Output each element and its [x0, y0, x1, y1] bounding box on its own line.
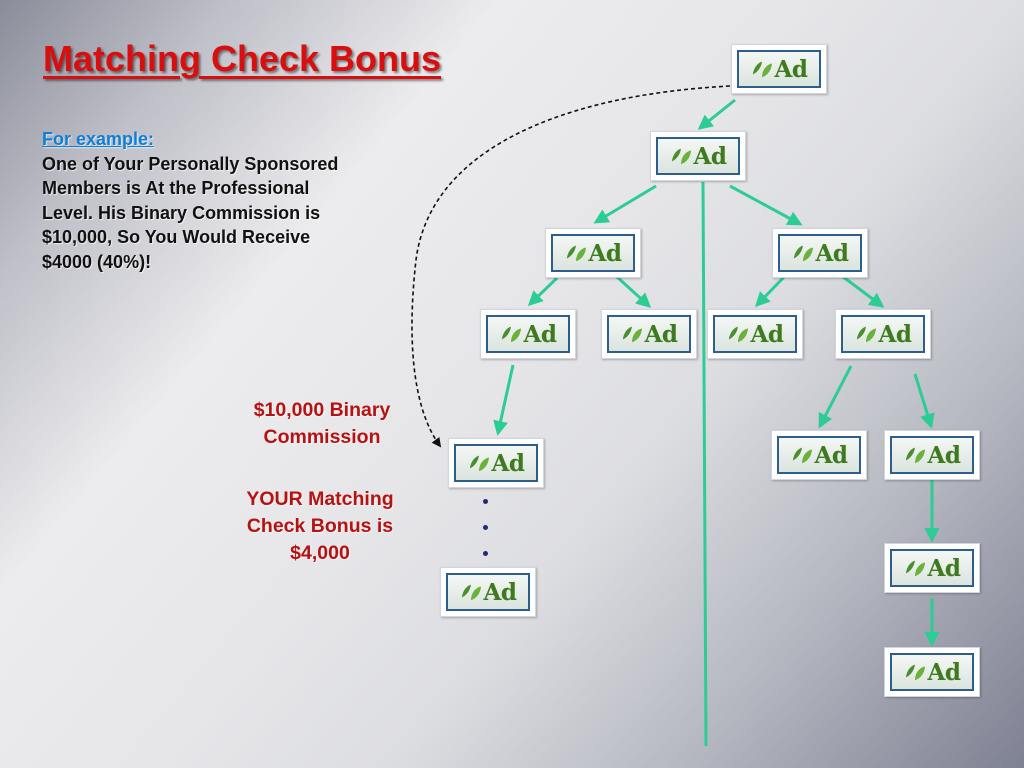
ad-node-level5[interactable]: Ad: [884, 543, 980, 593]
ad-node-label: Ad: [523, 320, 557, 348]
leaf-icon: [728, 326, 748, 343]
ad-node-level6[interactable]: Ad: [884, 647, 980, 697]
ad-node-label: Ad: [693, 142, 727, 170]
leaf-icon: [905, 447, 925, 464]
ad-node-level4-left[interactable]: Ad: [771, 430, 867, 480]
ad-node-label: Ad: [927, 658, 961, 686]
ad-node-right-right[interactable]: Ad: [835, 309, 931, 359]
ad-node-label: Ad: [750, 320, 784, 348]
arrow-down-left: [818, 365, 853, 429]
ellipsis-dot: [483, 499, 488, 504]
ad-node-label: Ad: [588, 239, 622, 267]
example-text-block: For example: One of Your Personally Spon…: [42, 127, 432, 274]
slide-title: Matching Check Bonus: [43, 38, 442, 79]
arrow-left-right: [614, 274, 652, 309]
leaf-icon: [905, 664, 925, 681]
ad-node-you[interactable]: Ad: [650, 131, 746, 181]
ad-node-right[interactable]: Ad: [772, 228, 868, 278]
binary-commission-note: $10,000 Binary Commission: [253, 399, 391, 448]
leaf-icon: [461, 584, 481, 601]
arrow-right-left: [754, 274, 787, 308]
ad-node-professional-member[interactable]: Ad: [448, 438, 544, 488]
arrow-left-left: [527, 276, 559, 307]
arrow-to-member: [493, 364, 515, 436]
ad-node-level4-right[interactable]: Ad: [884, 430, 980, 480]
ellipsis-dot: [483, 525, 488, 530]
arrow-right-right: [841, 274, 885, 308]
ad-node-label: Ad: [927, 441, 961, 469]
leaf-icon: [671, 148, 691, 165]
ad-node-left-right[interactable]: Ad: [601, 309, 697, 359]
dashed-sponsor-arrow: [411, 85, 731, 448]
matching-bonus-note: YOUR Matching Check Bonus is $4,000: [246, 488, 394, 564]
leaf-icon: [622, 326, 642, 343]
ellipsis-dot: [483, 551, 488, 556]
example-description: One of Your Personally Sponsored Members…: [42, 153, 339, 272]
ad-node-label: Ad: [815, 239, 849, 267]
arrow-right-branch: [729, 184, 803, 226]
ad-node-left-left[interactable]: Ad: [480, 309, 576, 359]
leaf-icon: [793, 245, 813, 262]
arrow-sponsor-to-node: [697, 98, 736, 130]
leaf-icon: [792, 447, 812, 464]
leaf-icon: [501, 326, 521, 343]
ad-node-label: Ad: [927, 554, 961, 582]
leaf-icon: [856, 326, 876, 343]
leaf-icon: [566, 245, 586, 262]
arrow-left-branch: [593, 184, 657, 224]
ad-node-right-left[interactable]: Ad: [707, 309, 803, 359]
ad-node-label: Ad: [814, 441, 848, 469]
example-label: For example:: [42, 129, 155, 149]
leaf-icon: [469, 455, 489, 472]
ad-node-label: Ad: [878, 320, 912, 348]
ad-node-left[interactable]: Ad: [545, 228, 641, 278]
ad-node-sponsor[interactable]: Ad: [731, 44, 827, 94]
ad-node-downline-bottom[interactable]: Ad: [440, 567, 536, 617]
ad-node-label: Ad: [644, 320, 678, 348]
ad-node-label: Ad: [491, 449, 525, 477]
arrow-down-right: [913, 373, 935, 429]
leaf-icon: [905, 560, 925, 577]
ad-node-label: Ad: [774, 55, 808, 83]
trunk-line: [701, 181, 708, 747]
ad-node-label: Ad: [483, 578, 517, 606]
leaf-icon: [752, 61, 772, 78]
